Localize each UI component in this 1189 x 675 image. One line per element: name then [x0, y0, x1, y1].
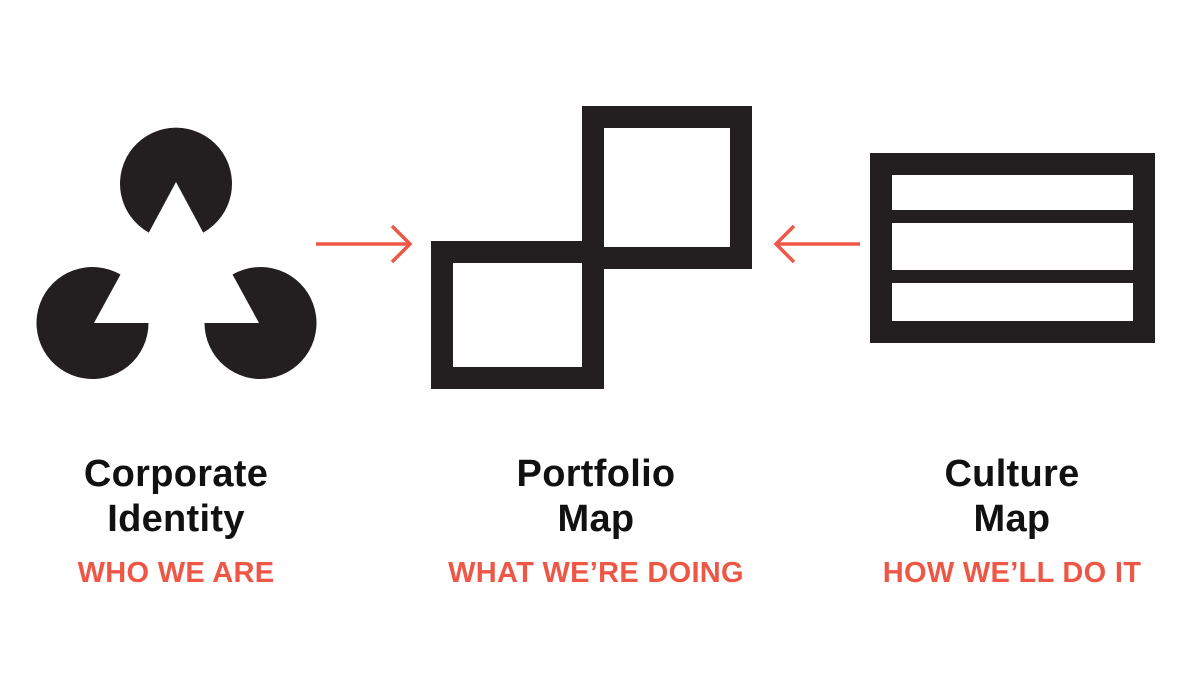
portfolio-square-lower [431, 241, 604, 389]
portfolio-map-title-line1: Portfolio [516, 453, 676, 495]
corporate-identity-title-line1: Corporate [83, 453, 269, 495]
culture-divider-1 [881, 210, 1144, 223]
portfolio-map-subtitle: WHAT WE’RE DOING [448, 557, 744, 589]
portfolio-square-upper [582, 106, 752, 269]
culture-divider-2 [881, 270, 1144, 283]
corporate-identity-title-line2: Identity [107, 498, 245, 540]
arrow-left-icon [773, 224, 860, 264]
culture-map-caption: Culture Map HOW WE’LL DO IT [822, 452, 1189, 590]
portfolio-map-title-line2: Map [557, 498, 635, 540]
stacked-rows-icon [870, 153, 1155, 343]
portfolio-map-caption: Portfolio Map WHAT WE’RE DOING [406, 452, 786, 590]
kanizsa-triangle-icon [36, 127, 317, 379]
corporate-identity-subtitle: WHO WE ARE [77, 557, 275, 589]
culture-map-title-line2: Map [973, 498, 1051, 540]
kanizsa-left-disc [36, 266, 149, 379]
culture-frame [870, 153, 1155, 343]
kanizsa-right-disc [204, 266, 317, 379]
corporate-identity-caption: Corporate Identity WHO WE ARE [0, 452, 366, 590]
linked-squares-icon [431, 106, 752, 389]
culture-map-subtitle: HOW WE’LL DO IT [882, 557, 1142, 589]
culture-map-title-line1: Culture [944, 453, 1080, 495]
kanizsa-top-disc [119, 127, 233, 233]
arrow-right-icon [316, 224, 413, 264]
